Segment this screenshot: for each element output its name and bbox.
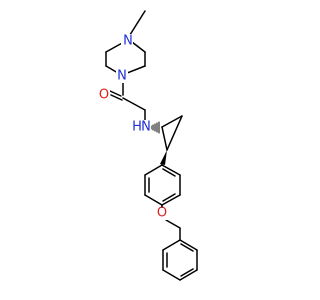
bond-methyl	[127, 10, 146, 39]
benzyl-ring	[162, 239, 198, 281]
bond-piperazine-4	[126, 65, 146, 74]
atom-symbol-n-piperazine-methyl: N	[123, 34, 133, 49]
bond-carbonyl-double-1	[109, 90, 122, 97]
atom-n-methyl: N	[121, 34, 133, 49]
atom-n-amide: N	[116, 69, 128, 84]
atom-nh: H N	[131, 120, 151, 135]
atom-o-ether: O	[156, 206, 168, 221]
bond-piperazine-6	[131, 41, 146, 53]
bond-cyclopropane-2	[166, 115, 183, 151]
bond-carbonyl-ch2	[122, 97, 146, 111]
structure-canvas: N N O H N O	[98, 10, 198, 281]
atom-symbol-nh-amine: N	[141, 120, 151, 135]
atom-symbol-o-carbonyl: O	[99, 88, 109, 103]
bond-nh-cyclopropane-hashed	[150, 121, 160, 134]
atom-symbol-o-ether: O	[157, 206, 167, 221]
atom-symbol-n-piperazine-amide: N	[117, 69, 127, 84]
atom-symbol-nh-amine: H	[132, 120, 142, 135]
bond-cyclopropane-phenyl-wedge	[160, 150, 167, 165]
bond-carbonyl-double-2	[110, 94, 123, 101]
bond-oxygen-ch2	[165, 219, 181, 229]
bond-cyclopropane-1	[161, 115, 183, 128]
molecule-structure: N N O H N O	[98, 10, 198, 281]
phenyl-ring	[144, 164, 181, 206]
atom-o-carbonyl: O	[98, 88, 110, 103]
bond-cyclopropane-3	[161, 126, 168, 151]
